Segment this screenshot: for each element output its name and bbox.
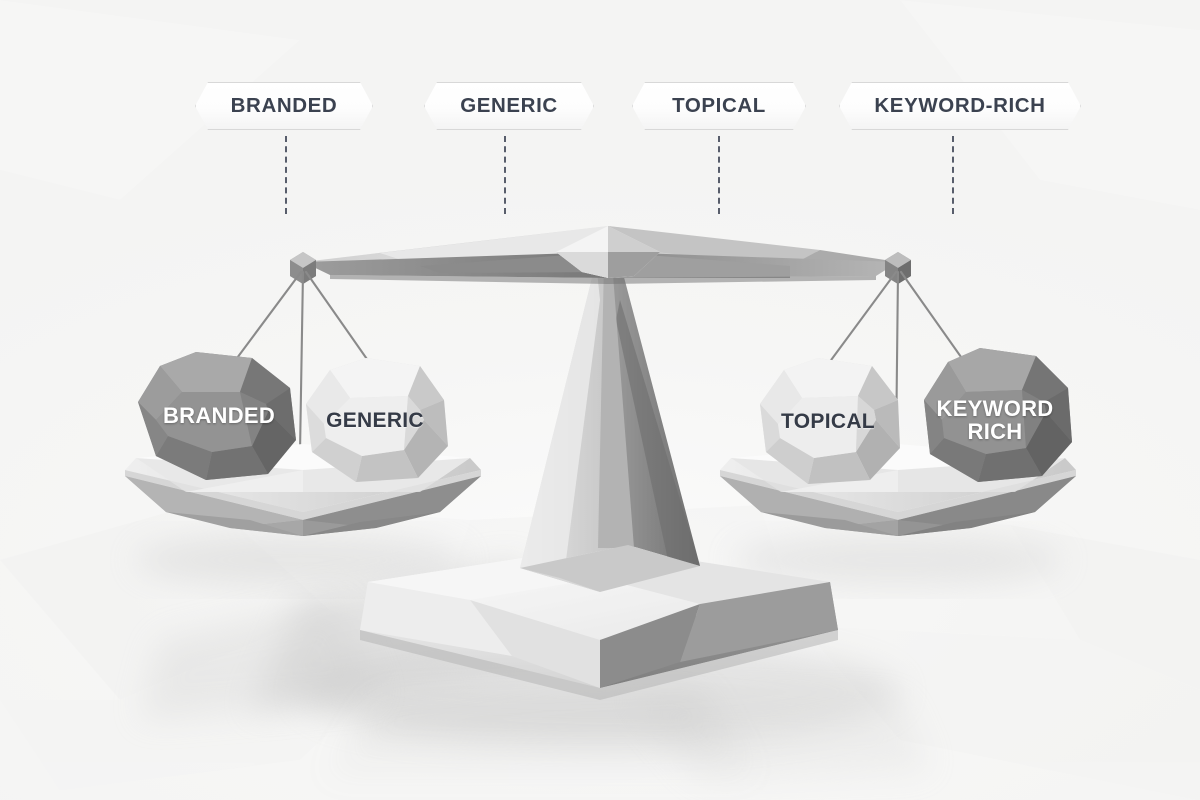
connector-dash-topical: [718, 136, 720, 214]
stone-generic: [306, 358, 448, 482]
callout-label-keyword-rich: KEYWORD-RICH: [874, 94, 1046, 117]
callout-label-topical: TOPICAL: [672, 94, 766, 117]
connector-dash-generic: [504, 136, 506, 214]
callout-badge-generic[interactable]: GENERIC: [424, 82, 594, 130]
callout-label-generic: GENERIC: [460, 94, 558, 117]
callout-badge-topical[interactable]: TOPICAL: [632, 82, 806, 130]
stone-keyword-rich: [924, 348, 1072, 482]
scale-beam: [303, 226, 898, 284]
connector-dash-keyword-rich: [952, 136, 954, 214]
stone-topical: [760, 358, 900, 484]
callout-badge-keyword-rich[interactable]: KEYWORD-RICH: [839, 82, 1081, 130]
callout-badge-branded[interactable]: BRANDED: [195, 82, 373, 130]
callout-label-branded: BRANDED: [230, 94, 338, 117]
scale-column: [520, 262, 700, 592]
stone-branded: [138, 352, 296, 480]
connector-dash-branded: [285, 136, 287, 214]
